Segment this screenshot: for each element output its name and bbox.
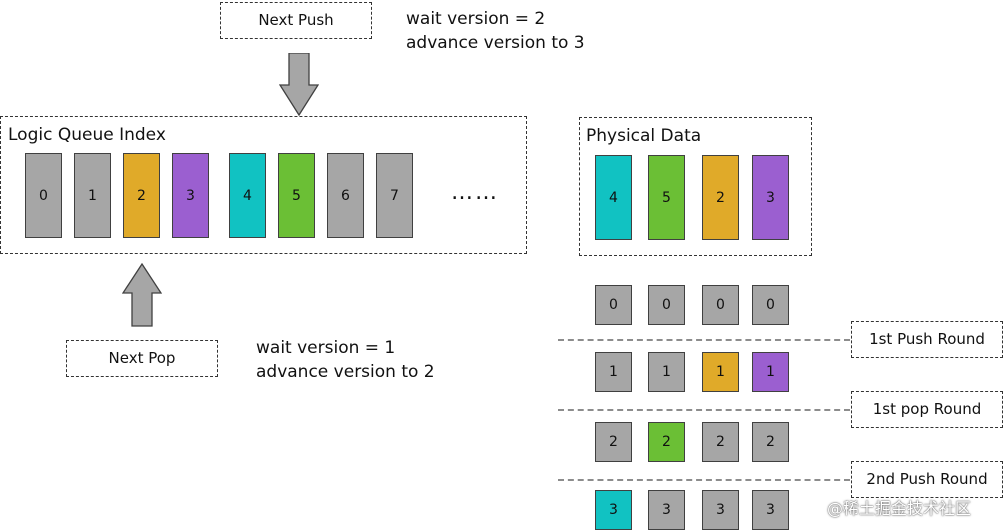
down-arrow-icon bbox=[279, 53, 319, 117]
version-cell: 2 bbox=[648, 422, 685, 462]
up-arrow-icon bbox=[122, 263, 162, 327]
round-label-2: 1st pop Round bbox=[872, 400, 982, 418]
round-label-3: 2nd Push Round bbox=[866, 470, 988, 488]
version-cell: 3 bbox=[702, 490, 739, 530]
logic-queue-cell: 4 bbox=[229, 153, 266, 238]
physical-data-cell: 5 bbox=[648, 155, 685, 240]
logic-queue-cell: 3 bbox=[172, 153, 209, 238]
round-separator-3 bbox=[558, 479, 850, 481]
pop-note: wait version = 1 advance version to 2 bbox=[256, 336, 435, 384]
next-pop-label: Next Pop bbox=[108, 349, 176, 367]
pop-note-line1: wait version = 1 bbox=[256, 338, 396, 358]
round-separator-1 bbox=[558, 339, 850, 341]
physical-data-cell: 3 bbox=[752, 155, 789, 240]
version-cell: 2 bbox=[702, 422, 739, 462]
push-note: wait version = 2 advance version to 3 bbox=[406, 7, 585, 55]
version-cell: 3 bbox=[752, 490, 789, 530]
logic-queue-cell: 5 bbox=[278, 153, 315, 238]
version-cell: 0 bbox=[702, 285, 739, 325]
logic-queue-cell: 0 bbox=[25, 153, 62, 238]
version-cell: 1 bbox=[752, 352, 789, 392]
next-push-box: Next Push bbox=[220, 2, 372, 39]
version-cell: 3 bbox=[648, 490, 685, 530]
round-label-1: 1st Push Round bbox=[869, 330, 985, 348]
round-separator-2 bbox=[558, 409, 850, 411]
watermark: @稀土掘金技术社区 bbox=[827, 499, 972, 518]
version-cell: 2 bbox=[595, 422, 632, 462]
version-cell: 0 bbox=[752, 285, 789, 325]
logic-queue-title: Logic Queue Index bbox=[8, 125, 166, 145]
logic-queue-cell: 2 bbox=[123, 153, 160, 238]
logic-queue-cell: 1 bbox=[74, 153, 111, 238]
round-box-2: 1st pop Round bbox=[851, 391, 1003, 428]
next-push-label: Next Push bbox=[258, 11, 334, 29]
physical-data-cell: 2 bbox=[702, 155, 739, 240]
version-cell: 2 bbox=[752, 422, 789, 462]
push-note-line2: advance version to 3 bbox=[406, 33, 585, 53]
version-cell: 1 bbox=[702, 352, 739, 392]
next-pop-box: Next Pop bbox=[66, 340, 218, 377]
logic-queue-ellipsis: …… bbox=[451, 180, 499, 205]
logic-queue-cell: 6 bbox=[327, 153, 364, 238]
physical-data-title: Physical Data bbox=[586, 126, 702, 146]
version-cell: 0 bbox=[595, 285, 632, 325]
version-cell: 1 bbox=[595, 352, 632, 392]
version-cell: 3 bbox=[595, 490, 632, 530]
physical-data-cell: 4 bbox=[595, 155, 632, 240]
version-cell: 0 bbox=[648, 285, 685, 325]
logic-queue-cell: 7 bbox=[376, 153, 413, 238]
version-cell: 1 bbox=[648, 352, 685, 392]
push-note-line1: wait version = 2 bbox=[406, 9, 546, 29]
pop-note-line2: advance version to 2 bbox=[256, 362, 435, 382]
round-box-3: 2nd Push Round bbox=[851, 461, 1003, 498]
round-box-1: 1st Push Round bbox=[851, 321, 1003, 358]
